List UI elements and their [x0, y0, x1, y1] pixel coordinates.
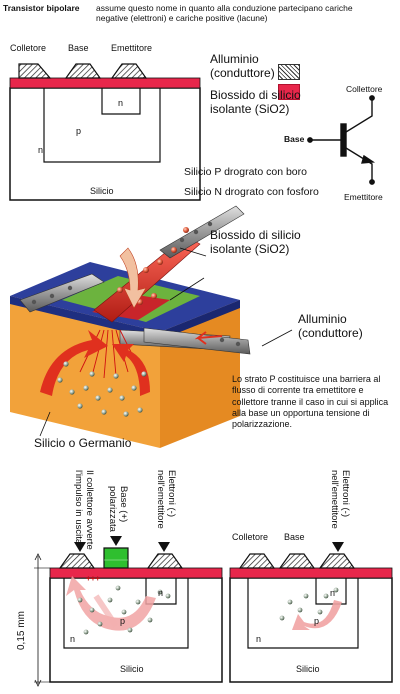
vlabel-elettroni-line1: Elettroni (-)	[166, 470, 177, 517]
illus-label-alluminio-sub: (conduttore)	[298, 326, 363, 340]
label-n-left: n	[38, 145, 44, 155]
legend-swatch-alluminio	[278, 64, 300, 80]
label-emettitore: Emettitore	[111, 43, 153, 53]
br-label-p-region: p	[314, 616, 320, 626]
legend-p-doped: Silicio P drograto con boro	[184, 166, 307, 178]
legend-alluminio: Alluminio	[210, 52, 259, 66]
bottom-left-cross-section	[34, 536, 223, 687]
bl-label-n-left: n	[70, 634, 76, 644]
label-base: Base	[68, 43, 89, 53]
vlabel-elettroni-line2: nell'emettitore	[155, 470, 167, 529]
vlabel-elettroni-right: Elettroni (-) nell'emettitore	[328, 470, 351, 529]
symbol-label-emettitore: Emettitore	[344, 192, 383, 202]
legend-n-doped: Silicio N drograto con fosforo	[184, 186, 319, 198]
vlabel-collettore-line2: l'impulso in uscita	[73, 470, 85, 545]
top-cross-section	[9, 63, 201, 201]
vlabel-base: Base (+) polarizzata	[106, 486, 129, 532]
illus-label-alluminio: Alluminio	[298, 312, 347, 326]
br-label-n-region: n	[330, 588, 336, 598]
label-plus-charges: +++	[86, 574, 101, 583]
vlabel-elettroni-right-line1: Elettroni (-)	[340, 470, 351, 517]
label-p-region: p	[76, 126, 82, 136]
br-label-base: Base	[284, 532, 305, 542]
vlabel-base-line2: polarizzata	[107, 486, 119, 532]
transistor-illustration	[10, 205, 293, 448]
bottom-right-cross-section	[229, 542, 393, 683]
br-label-collettore: Colletore	[232, 532, 269, 542]
br-label-n-left: n	[256, 634, 262, 644]
vlabel-collettore-line1: Il collettore avverte	[84, 470, 95, 550]
legend-alluminio-sub: (conduttore)	[210, 66, 275, 80]
vlabel-base-line1: Base (+)	[118, 486, 129, 523]
vlabel-collettore: Il collettore avverte l'impulso in uscit…	[72, 470, 95, 550]
br-label-silicio: Silicio	[296, 664, 320, 674]
legend-biossido-sub: isolante (SiO2)	[210, 102, 290, 116]
illus-label-biossido-sub: isolante (SiO2)	[210, 242, 290, 256]
label-n-region: n	[118, 98, 124, 108]
page-subtitle: assume questo nome in quanto alla conduz…	[96, 3, 353, 24]
symbol-label-base: Base	[284, 134, 305, 144]
bl-label-silicio: Silicio	[120, 664, 144, 674]
transistor-symbol	[307, 95, 376, 185]
illus-label-silicio-germanio: Silicio o Germanio	[34, 436, 132, 450]
symbol-label-collettore: Collettore	[346, 84, 383, 94]
vlabel-elettroni: Elettroni (-) nell'emettitore	[154, 470, 177, 529]
bl-label-n-region: n	[158, 588, 164, 598]
illus-description: Lo strato P costituisce una barriera al …	[232, 374, 389, 429]
scale-label: 0,15 mm	[16, 611, 27, 650]
bl-label-p-region: p	[120, 616, 126, 626]
page-title: Transistor bipolare	[3, 3, 80, 13]
vlabel-elettroni-right-line2: nell'emettitore	[329, 470, 341, 529]
label-collettore: Colletore	[10, 43, 47, 53]
legend-swatch-biossido	[278, 84, 300, 100]
label-silicio: Silicio	[90, 186, 114, 196]
illus-label-biossido: Biossido di silicio	[210, 228, 301, 242]
legend-biossido: Biossido di silicio	[210, 88, 301, 102]
